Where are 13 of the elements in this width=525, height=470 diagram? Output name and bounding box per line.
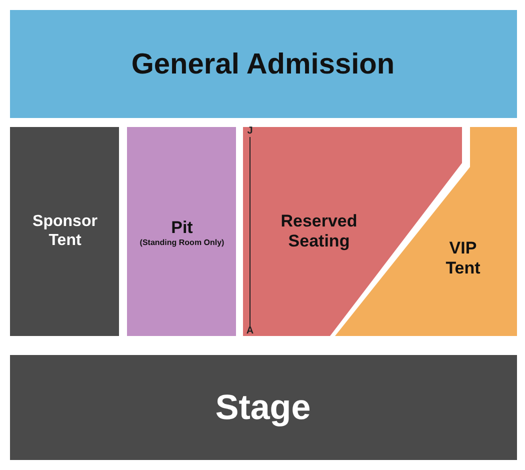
section-name: Stage xyxy=(214,387,312,429)
pit-section xyxy=(127,127,236,336)
section-name: VIP Tent xyxy=(444,238,482,280)
sponsor-tent-area xyxy=(10,127,119,336)
section-name: General Admission xyxy=(130,48,396,82)
stage-area xyxy=(10,355,517,460)
row-label: J xyxy=(247,126,253,136)
general-admission-section xyxy=(10,10,517,118)
section-name: Sponsor Tent xyxy=(32,212,98,250)
section-name: Reserved Seating xyxy=(280,212,358,252)
section-note: (Standing Room Only) xyxy=(138,238,226,248)
section-name: Pit xyxy=(170,218,194,238)
row-label: A xyxy=(246,326,254,336)
